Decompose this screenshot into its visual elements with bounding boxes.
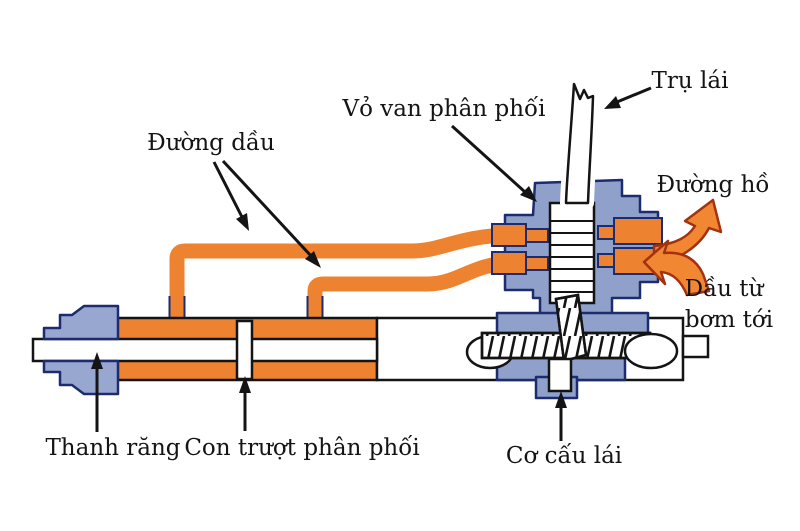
pointer-distribution-slider <box>239 376 251 431</box>
valve-spool <box>548 201 596 305</box>
port-right-upper-stub <box>597 225 615 240</box>
pinion-lower-end <box>547 357 573 393</box>
port-right-lower-stub <box>597 253 615 268</box>
pointer-steering-column <box>604 86 652 109</box>
steering-column-shaft <box>560 78 599 209</box>
pointer-oil-lines-1 <box>212 161 249 231</box>
label-oil-from-pump-line1: Dầu từ <box>685 276 765 302</box>
oil-pipe-left <box>169 227 511 322</box>
gear-bottom-stub <box>534 357 579 400</box>
port-right-upper <box>613 217 663 245</box>
pinion-gear <box>554 293 588 363</box>
label-valve-housing: Vỏ van phân phối <box>342 96 546 122</box>
distribution-slider <box>235 319 254 381</box>
rack-shaft <box>31 337 379 363</box>
label-steering-gear: Cơ cấu lái <box>506 443 622 469</box>
pointer-valve-housing <box>450 124 537 202</box>
valve-ports <box>491 217 663 275</box>
label-steering-column: Trụ lái <box>652 68 729 94</box>
port-left-upper-stub <box>525 228 549 243</box>
port-left-lower-stub <box>525 256 549 271</box>
left-coupling <box>42 304 120 396</box>
label-oil-from-pump-line2: bơm tới <box>685 307 773 333</box>
label-distribution-slider: Con trượt phân phối <box>184 435 419 461</box>
label-rack: Thanh răng <box>45 435 180 461</box>
oil-pipe-right <box>307 255 511 322</box>
cylinder-end-stub <box>681 334 710 359</box>
pointer-steering-gear <box>555 391 567 441</box>
label-return-line: Đường hồ <box>657 172 770 198</box>
label-oil-lines: Đường dầu <box>147 130 275 156</box>
port-left-upper <box>491 223 527 247</box>
pointer-oil-lines-2 <box>221 159 321 268</box>
supply-flow-arrow <box>642 239 711 297</box>
port-left-lower <box>491 251 527 275</box>
pointer-rack <box>91 352 103 432</box>
